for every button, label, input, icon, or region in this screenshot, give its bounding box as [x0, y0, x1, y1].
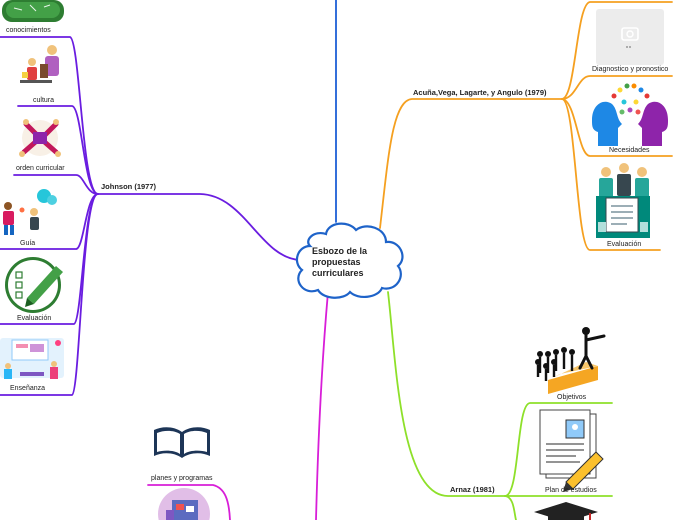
connector-left-item-3	[13, 174, 99, 195]
connector-right-top-main	[379, 98, 563, 229]
connector-left-main	[97, 193, 301, 261]
branch-label-johnson[interactable]: Johnson (1977)	[101, 182, 157, 191]
evaluators-clipboard-icon	[596, 163, 650, 238]
node-label-objetivos[interactable]: Objetivos	[557, 394, 587, 401]
connector-left-item-6	[0, 193, 99, 396]
node-label-evaluacion-left[interactable]: Evaluación	[17, 315, 52, 322]
connector-bottom	[315, 291, 329, 520]
node-label-planes-y-programas[interactable]: planes y programas	[151, 475, 213, 482]
guide-people-icon	[3, 189, 57, 235]
branch-label-acuna[interactable]: Acuña,Vega, Lagarte, y Angulo (1979)	[413, 88, 547, 97]
people-reading-icon	[20, 45, 59, 83]
open-book-icon	[154, 427, 210, 458]
node-label-plan-de-estudios[interactable]: Plan de estudios	[545, 487, 597, 494]
books-circle-icon	[158, 488, 210, 520]
connector-right-bottom-main	[387, 291, 506, 497]
connector-left-item-2	[17, 105, 99, 195]
checklist-pencil-icon	[5, 257, 63, 313]
node-label-guia[interactable]: Guía	[20, 240, 36, 247]
graduation-cap-icon	[534, 502, 598, 520]
node-label-necesidades[interactable]: Necesidades	[609, 147, 650, 154]
leader-pointing-icon	[535, 327, 606, 394]
camera-placeholder-icon	[596, 9, 664, 65]
connector-right-bottom-item-3	[504, 495, 517, 520]
team-hands-icon	[19, 119, 61, 157]
documents-pencil-icon	[539, 409, 604, 492]
node-label-ensenanza[interactable]: Enseñanza	[10, 385, 46, 392]
central-topic-cloud[interactable]	[295, 222, 404, 299]
branch-label-arnaz[interactable]: Arnaz (1981)	[450, 485, 495, 494]
central-topic-label: Esbozo de la propuestas curriculares	[312, 246, 368, 278]
node-label-evaluacion-right[interactable]: Evaluación	[607, 241, 642, 248]
node-label-conocimientos[interactable]: conocimientos	[6, 27, 51, 34]
connector-right-top-item-1	[561, 1, 673, 100]
two-heads-ideas-icon	[592, 83, 668, 146]
node-label-cultura[interactable]: cultura	[33, 97, 55, 104]
connector-right-top-item-1b	[561, 75, 673, 100]
chalkboard-icon	[2, 0, 64, 22]
connector-right-bottom-item-1	[504, 402, 613, 497]
connector-right-top-item-2	[561, 98, 673, 157]
connector-bottom-item-1	[147, 484, 231, 520]
node-label-diagnostico[interactable]: Diagnostico y pronostico	[592, 66, 669, 73]
classroom-screen-icon	[0, 338, 64, 379]
node-label-orden-curricular[interactable]: orden curricular	[16, 165, 65, 172]
connector-right-top-item-3	[561, 98, 661, 251]
